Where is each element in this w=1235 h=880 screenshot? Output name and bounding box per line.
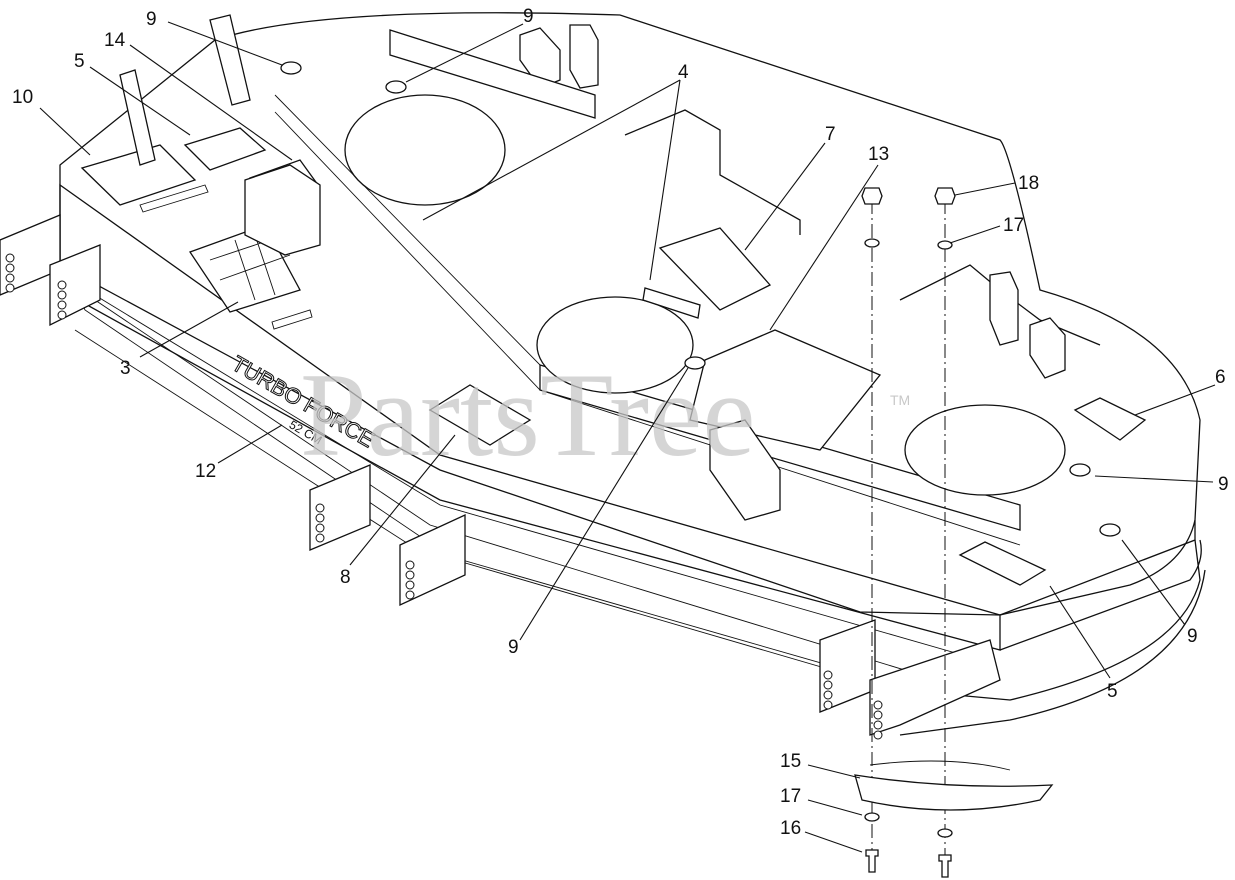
plate-13 <box>689 329 882 451</box>
callout-9-bottom: 9 <box>508 637 519 658</box>
mounting-brackets <box>0 14 1066 736</box>
callout-8: 8 <box>340 567 351 588</box>
callout-6: 6 <box>1215 367 1226 388</box>
decal-4 <box>642 287 701 319</box>
decal-8 <box>428 384 532 446</box>
callout-17-top: 17 <box>1003 215 1024 236</box>
decals <box>80 127 1147 586</box>
callout-17-bottom: 17 <box>780 786 801 807</box>
callout-18: 18 <box>1018 173 1039 194</box>
callout-7: 7 <box>825 124 836 145</box>
decal-5-left <box>183 127 267 171</box>
callout-9-top: 9 <box>523 6 534 27</box>
watermark: PartsTree TM <box>300 348 910 481</box>
callout-3: 3 <box>120 358 131 379</box>
decal-5-right <box>958 541 1047 586</box>
callout-16: 16 <box>780 818 801 839</box>
hanger-holes <box>5 253 883 740</box>
callout-14: 14 <box>104 30 126 51</box>
callout-5-right: 5 <box>1107 681 1118 702</box>
deck-shell <box>59 12 1206 736</box>
callout-9-topleft: 9 <box>146 9 157 30</box>
watermark-brand: PartsTree <box>300 348 756 481</box>
decal-10 <box>80 144 197 206</box>
deck-plugs <box>280 61 1121 537</box>
callout-5-left: 5 <box>74 51 85 72</box>
decal-7 <box>658 227 772 311</box>
callout-12: 12 <box>195 461 216 482</box>
callout-labels: 9 9 14 5 10 4 7 13 18 17 3 6 12 9 8 9 9 … <box>12 6 1229 839</box>
callout-13: 13 <box>868 144 889 165</box>
callout-9-right1: 9 <box>1218 474 1229 495</box>
callout-10: 10 <box>12 87 33 108</box>
callout-15: 15 <box>780 751 801 772</box>
plate-6 <box>1073 397 1147 441</box>
leader-lines <box>39 21 1216 853</box>
callout-9-right2: 9 <box>1187 626 1198 647</box>
watermark-trademark: TM <box>890 392 910 408</box>
callout-4: 4 <box>678 62 689 83</box>
hardware-stack <box>854 187 1054 878</box>
